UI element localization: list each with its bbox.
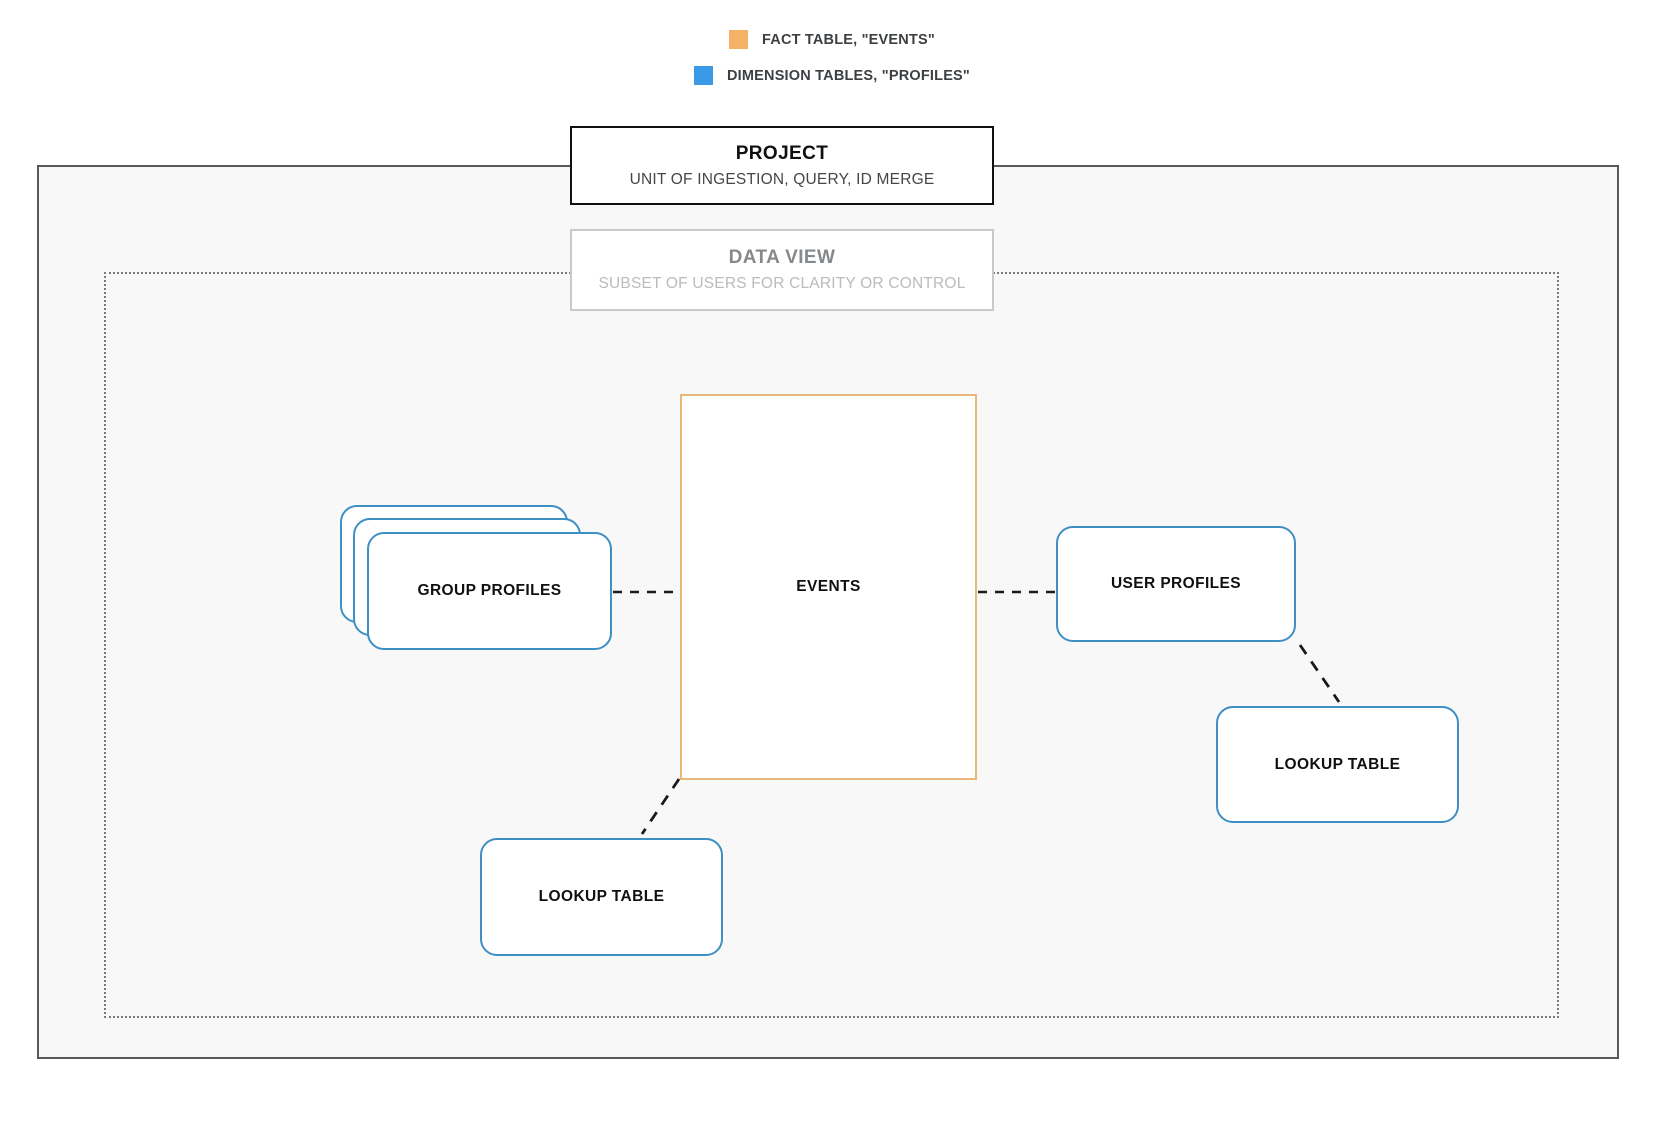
node-group-profiles-label: GROUP PROFILES xyxy=(417,582,562,599)
node-lookup-table-left-label: LOOKUP TABLE xyxy=(538,888,665,905)
node-events-label: EVENTS xyxy=(796,578,861,595)
legend-label-fact-table: FACT TABLE, "EVENTS" xyxy=(762,31,935,48)
data-view-subtitle: SUBSET OF USERS FOR CLARITY OR CONTROL xyxy=(598,275,966,292)
legend-item-dimension-tables: DIMENSION TABLES, "PROFILES" xyxy=(0,66,1664,85)
legend-label-dimension-tables: DIMENSION TABLES, "PROFILES" xyxy=(726,67,971,84)
legend-item-fact-table: FACT TABLE, "EVENTS" xyxy=(0,30,1664,49)
node-user-profiles-label: USER PROFILES xyxy=(1110,575,1242,592)
node-group-profiles: GROUP PROFILES xyxy=(340,505,612,650)
node-user-profiles: USER PROFILES xyxy=(1056,526,1296,642)
group-profiles-card-front: GROUP PROFILES xyxy=(367,532,612,650)
project-box: PROJECT UNIT OF INGESTION, QUERY, ID MER… xyxy=(570,126,994,205)
node-lookup-table-right: LOOKUP TABLE xyxy=(1216,706,1459,823)
node-events: EVENTS xyxy=(680,394,977,780)
orange-square-swatch xyxy=(729,30,749,49)
project-title: PROJECT xyxy=(735,142,829,164)
legend: FACT TABLE, "EVENTS" DIMENSION TABLES, "… xyxy=(0,30,1664,102)
node-lookup-table-left: LOOKUP TABLE xyxy=(480,838,723,956)
node-lookup-table-right-label: LOOKUP TABLE xyxy=(1274,755,1401,773)
project-subtitle: UNIT OF INGESTION, QUERY, ID MERGE xyxy=(629,170,935,188)
data-view-title: DATA VIEW xyxy=(728,247,836,268)
data-view-box: DATA VIEW SUBSET OF USERS FOR CLARITY OR… xyxy=(570,229,994,311)
blue-square-swatch xyxy=(693,66,713,85)
